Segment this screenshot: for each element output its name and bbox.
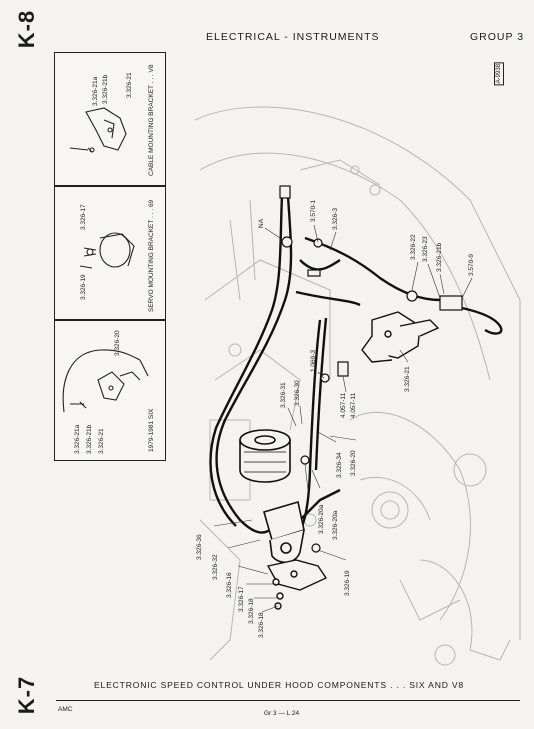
inset3-label-21: 3.326-21 [98, 428, 105, 454]
footer-brand: AMC [58, 706, 73, 713]
callout-3326-20: 3.326-20 [350, 450, 357, 476]
control-module [263, 500, 305, 564]
inset2-label-17: 3.326-17 [80, 204, 87, 230]
callout-3326-22: 3.326-22 [410, 234, 417, 260]
inset1-label-21: 3.326-21 [126, 72, 133, 98]
callout-3326-30: 3.326-30 [294, 380, 301, 406]
six-cyl-bracket-sketch [62, 349, 149, 413]
callout-3326-23: 3.326-23 [422, 236, 429, 262]
control-cables [209, 195, 503, 534]
callout-3326-31: 3.326-31 [280, 382, 287, 408]
callout-3326-3: 3.326-3 [332, 207, 339, 230]
cable-bracket-sketch [69, 107, 127, 153]
connectors [279, 185, 463, 553]
callout-3326-21: 3.326-21 [404, 366, 411, 392]
inset3-label-21b: 3.326-21b [86, 424, 93, 454]
footer-rule [56, 700, 520, 701]
callout-4057-11-a: 4.057-11 [340, 392, 347, 418]
callout-1069-3: 1.069-3 [310, 349, 317, 372]
servo-unit [239, 429, 291, 483]
callout-3326-16: 3.326-16 [226, 572, 233, 598]
callout-3326-17: 3.326-17 [238, 586, 245, 612]
callout-4057-11-b: 4.057-11 [350, 392, 357, 418]
callout-3570-9: 3.570-9 [468, 253, 475, 276]
callout-3326-20a: 3.326-20a [318, 504, 325, 534]
callout-3326-32: 3.326-32 [212, 554, 219, 580]
callout-3326-18: 3.326-18 [248, 598, 255, 624]
inset-cable-bracket-v8 [54, 52, 166, 186]
callout-3326-36: 3.326-36 [196, 534, 203, 560]
inset-six-1979-1981 [54, 320, 166, 461]
figure-caption: ELECTRONIC SPEED CONTROL UNDER HOOD COMP… [94, 680, 465, 690]
callout-na: NA [258, 218, 265, 228]
callout-3570-1: 3.570-1 [310, 199, 317, 222]
inset1-caption: CABLE MOUNTING BRACKET . . . V8 [148, 64, 155, 177]
mounting-bracket [361, 311, 440, 363]
page-title: ELECTRICAL - INSTRUMENTS [206, 31, 380, 43]
callout-3326-18-b: 3.326-18 [258, 612, 265, 638]
lower-bracket [266, 559, 328, 610]
callout-3326-21b: 3.326-21b [436, 242, 443, 272]
inset3-label-21a: 3.326-21a [74, 424, 81, 454]
servo-bracket-sketch [79, 232, 135, 269]
inset1-label-21a: 3.326-21a [92, 76, 99, 106]
inset2-caption: SERVO MOUNTING BRACKET . . . 69 [148, 199, 155, 312]
inset1-label-21b: 3.326-21b [102, 74, 109, 104]
callout-3326-34: 3.326-34 [336, 452, 343, 478]
footer-page-ref: Gr 3 — L 24 [264, 710, 300, 717]
inset-servo-bracket [54, 186, 166, 320]
inset3-label-20: 3.326-20 [114, 330, 121, 356]
inset2-label-19: 3.326-19 [80, 274, 87, 300]
callout-3326-20a-b: 3.326-20a [332, 510, 339, 540]
inset3-caption: 1979-1981 SIX [148, 408, 155, 452]
callout-3326-19: 3.326-19 [344, 570, 351, 596]
leader-lines [213, 224, 473, 613]
group-label: GROUP 3 [470, 31, 525, 43]
